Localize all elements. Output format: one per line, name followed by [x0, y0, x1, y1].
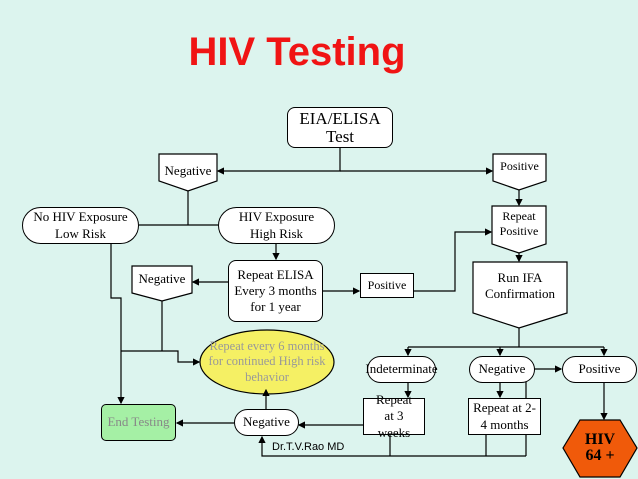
- repeat-positive-node: Repeat Positive: [499, 209, 539, 238]
- positive-node-1: Positive: [500, 158, 539, 173]
- indeterminate-node: Indeterminate: [365, 356, 438, 383]
- negative-node-1: Negative: [164, 162, 212, 178]
- end-testing-node: End Testing: [101, 404, 176, 441]
- page-title: HIV Testing: [188, 30, 406, 74]
- positive-node-2: Positive: [360, 273, 414, 298]
- eia-elisa-test-node: EIA/ELISA Test: [287, 107, 393, 148]
- hiv-exposure-node: HIV Exposure High Risk: [218, 207, 335, 244]
- no-hiv-exposure-node: No HIV Exposure Low Risk: [22, 207, 139, 244]
- repeat-2-4-months-node: Repeat at 2-4 months: [468, 398, 541, 435]
- negative-node-4: Negative: [234, 409, 299, 436]
- positive-node-3: Positive: [562, 356, 637, 383]
- author-credit: Dr.T.V.Rao MD: [272, 441, 345, 453]
- repeat-3-weeks-node: Repeat at 3 weeks: [363, 392, 425, 440]
- repeat-every-6-months-node: Repeat every 6 months for continued High…: [208, 338, 326, 384]
- negative-node-3: Negative: [469, 356, 535, 383]
- run-ifa-node: Run IFA Confirmation: [484, 269, 556, 301]
- repeat-elisa-node: Repeat ELISA Every 3 months for 1 year: [228, 260, 323, 322]
- negative-node-2: Negative: [138, 270, 186, 286]
- hiv-logo: HIV 64 +: [584, 431, 616, 464]
